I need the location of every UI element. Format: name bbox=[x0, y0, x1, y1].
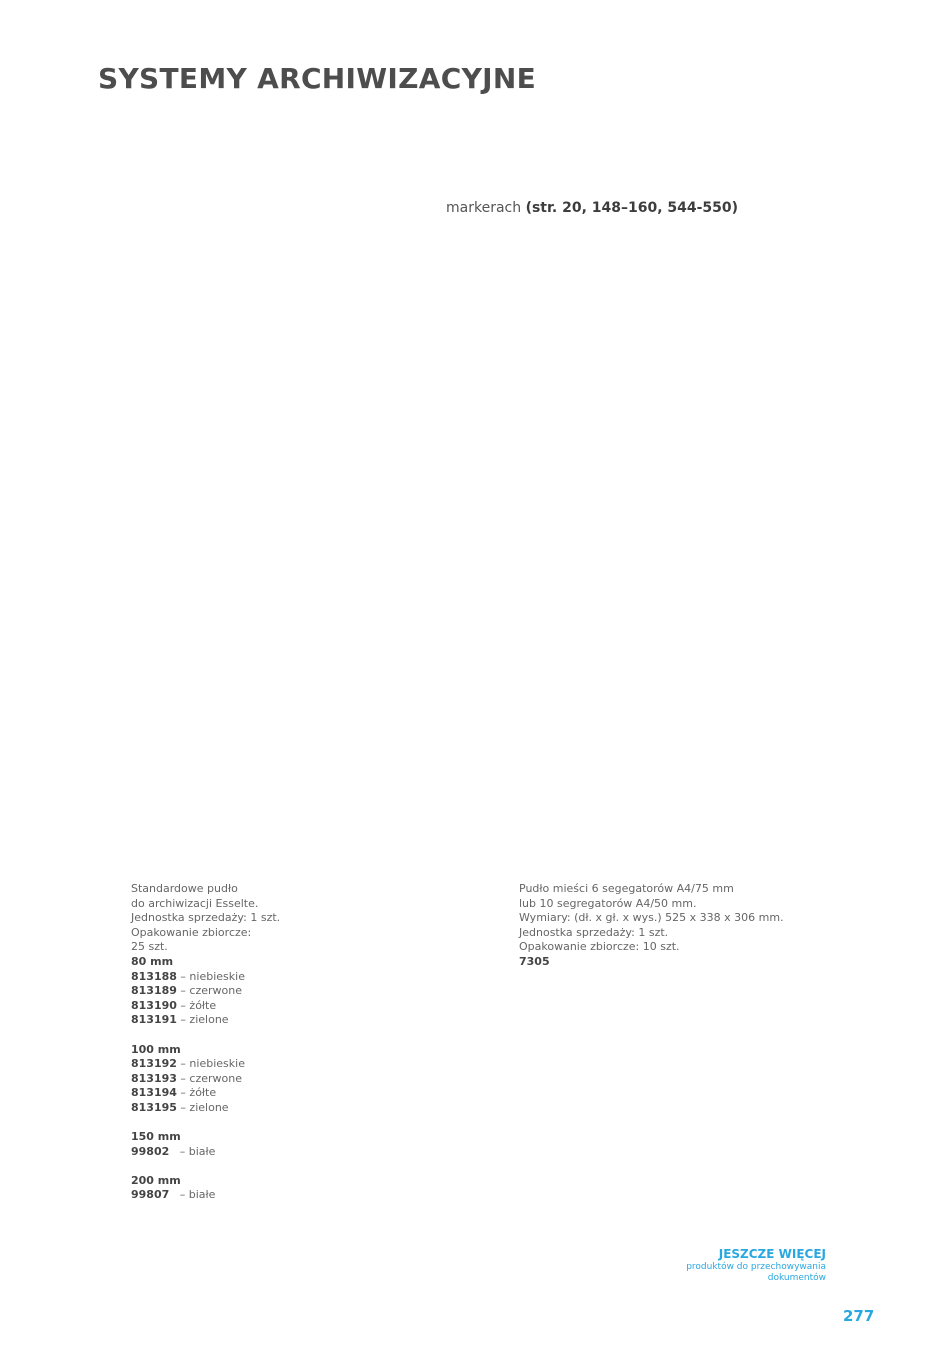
product-code: 813192 bbox=[131, 1057, 177, 1071]
product-code: 813188 bbox=[131, 969, 177, 983]
intro-line: Opakowanie zbiorcze: bbox=[131, 925, 252, 939]
product-code: 813189 bbox=[131, 984, 177, 998]
size-heading: 80 mm bbox=[131, 954, 174, 968]
product-code-row: 813195 – zielone bbox=[131, 1101, 331, 1116]
product-color: – niebieskie bbox=[176, 969, 245, 983]
product-code-row: 813192 – niebieskie bbox=[131, 1057, 331, 1072]
product-color: – białe bbox=[169, 1144, 216, 1158]
product-code-row: 813194 – żółte bbox=[131, 1086, 331, 1101]
product-code: 7305 bbox=[519, 954, 550, 968]
more-products-link: JESZCZE WIĘCEJ produktów do przechowywan… bbox=[686, 1247, 826, 1284]
product-color: – żółte bbox=[176, 998, 217, 1012]
reference-pages: (str. 20, 148–160, 544-550) bbox=[525, 200, 739, 216]
intro-line: Jednostka sprzedaży: 1 szt. bbox=[131, 911, 281, 925]
right-product-description: Pudło mieści 6 segegatorów A4/75 mm lub … bbox=[519, 882, 799, 970]
page-title: SYSTEMY ARCHIWIZACYJNE bbox=[98, 62, 537, 95]
product-color: – żółte bbox=[176, 1086, 217, 1100]
intro-line: do archiwizacji Esselte. bbox=[131, 896, 259, 910]
product-code-row: 813190 – żółte bbox=[131, 999, 331, 1014]
product-color: – zielone bbox=[176, 1013, 229, 1027]
size-heading: 100 mm bbox=[131, 1042, 181, 1056]
more-products-subtitle: produktów do przechowywania bbox=[686, 1262, 826, 1272]
spec-line: lub 10 segregatorów A4/50 mm. bbox=[519, 896, 697, 910]
product-code-row: 813189 – czerwone bbox=[131, 984, 331, 999]
size-heading: 200 mm bbox=[131, 1173, 181, 1187]
more-products-title: JESZCZE WIĘCEJ bbox=[718, 1247, 826, 1261]
product-code: 99807 bbox=[131, 1188, 170, 1202]
page-number: 277 bbox=[843, 1307, 875, 1325]
product-code-row: 813191 – zielone bbox=[131, 1013, 331, 1028]
more-products-subtitle: dokumentów bbox=[767, 1273, 826, 1283]
spec-line: Jednostka sprzedaży: 1 szt. bbox=[519, 925, 669, 939]
product-code-row: 99802 – białe bbox=[131, 1145, 331, 1160]
product-code: 99802 bbox=[131, 1144, 170, 1158]
product-code: 813191 bbox=[131, 1013, 177, 1027]
left-product-description: Standardowe pudło do archiwizacji Esselt… bbox=[131, 882, 331, 1203]
product-code-row: 99807 – białe bbox=[131, 1188, 331, 1203]
product-color: – czerwone bbox=[176, 1071, 243, 1085]
product-color: – zielone bbox=[176, 1100, 229, 1114]
intro-line: Standardowe pudło bbox=[131, 882, 238, 895]
product-code-row: 813188 – niebieskie bbox=[131, 970, 331, 985]
reference-text: markerach bbox=[446, 200, 526, 216]
product-code: 813195 bbox=[131, 1100, 177, 1114]
product-code-row: 813193 – czerwone bbox=[131, 1072, 331, 1087]
page-reference: markerach (str. 20, 148–160, 544-550) bbox=[446, 200, 738, 216]
size-heading: 150 mm bbox=[131, 1130, 181, 1144]
product-color: – białe bbox=[169, 1188, 216, 1202]
product-code: 813193 bbox=[131, 1071, 177, 1085]
product-color: – czerwone bbox=[176, 984, 243, 998]
spec-line: Wymiary: (dł. x gł. x wys.) 525 x 338 x … bbox=[519, 911, 784, 925]
spec-line: Opakowanie zbiorcze: 10 szt. bbox=[519, 940, 680, 954]
product-color: – niebieskie bbox=[176, 1057, 245, 1071]
spec-line: Pudło mieści 6 segegatorów A4/75 mm bbox=[519, 882, 734, 895]
product-code: 813190 bbox=[131, 998, 177, 1012]
intro-line: 25 szt. bbox=[131, 940, 168, 954]
product-code: 813194 bbox=[131, 1086, 177, 1100]
